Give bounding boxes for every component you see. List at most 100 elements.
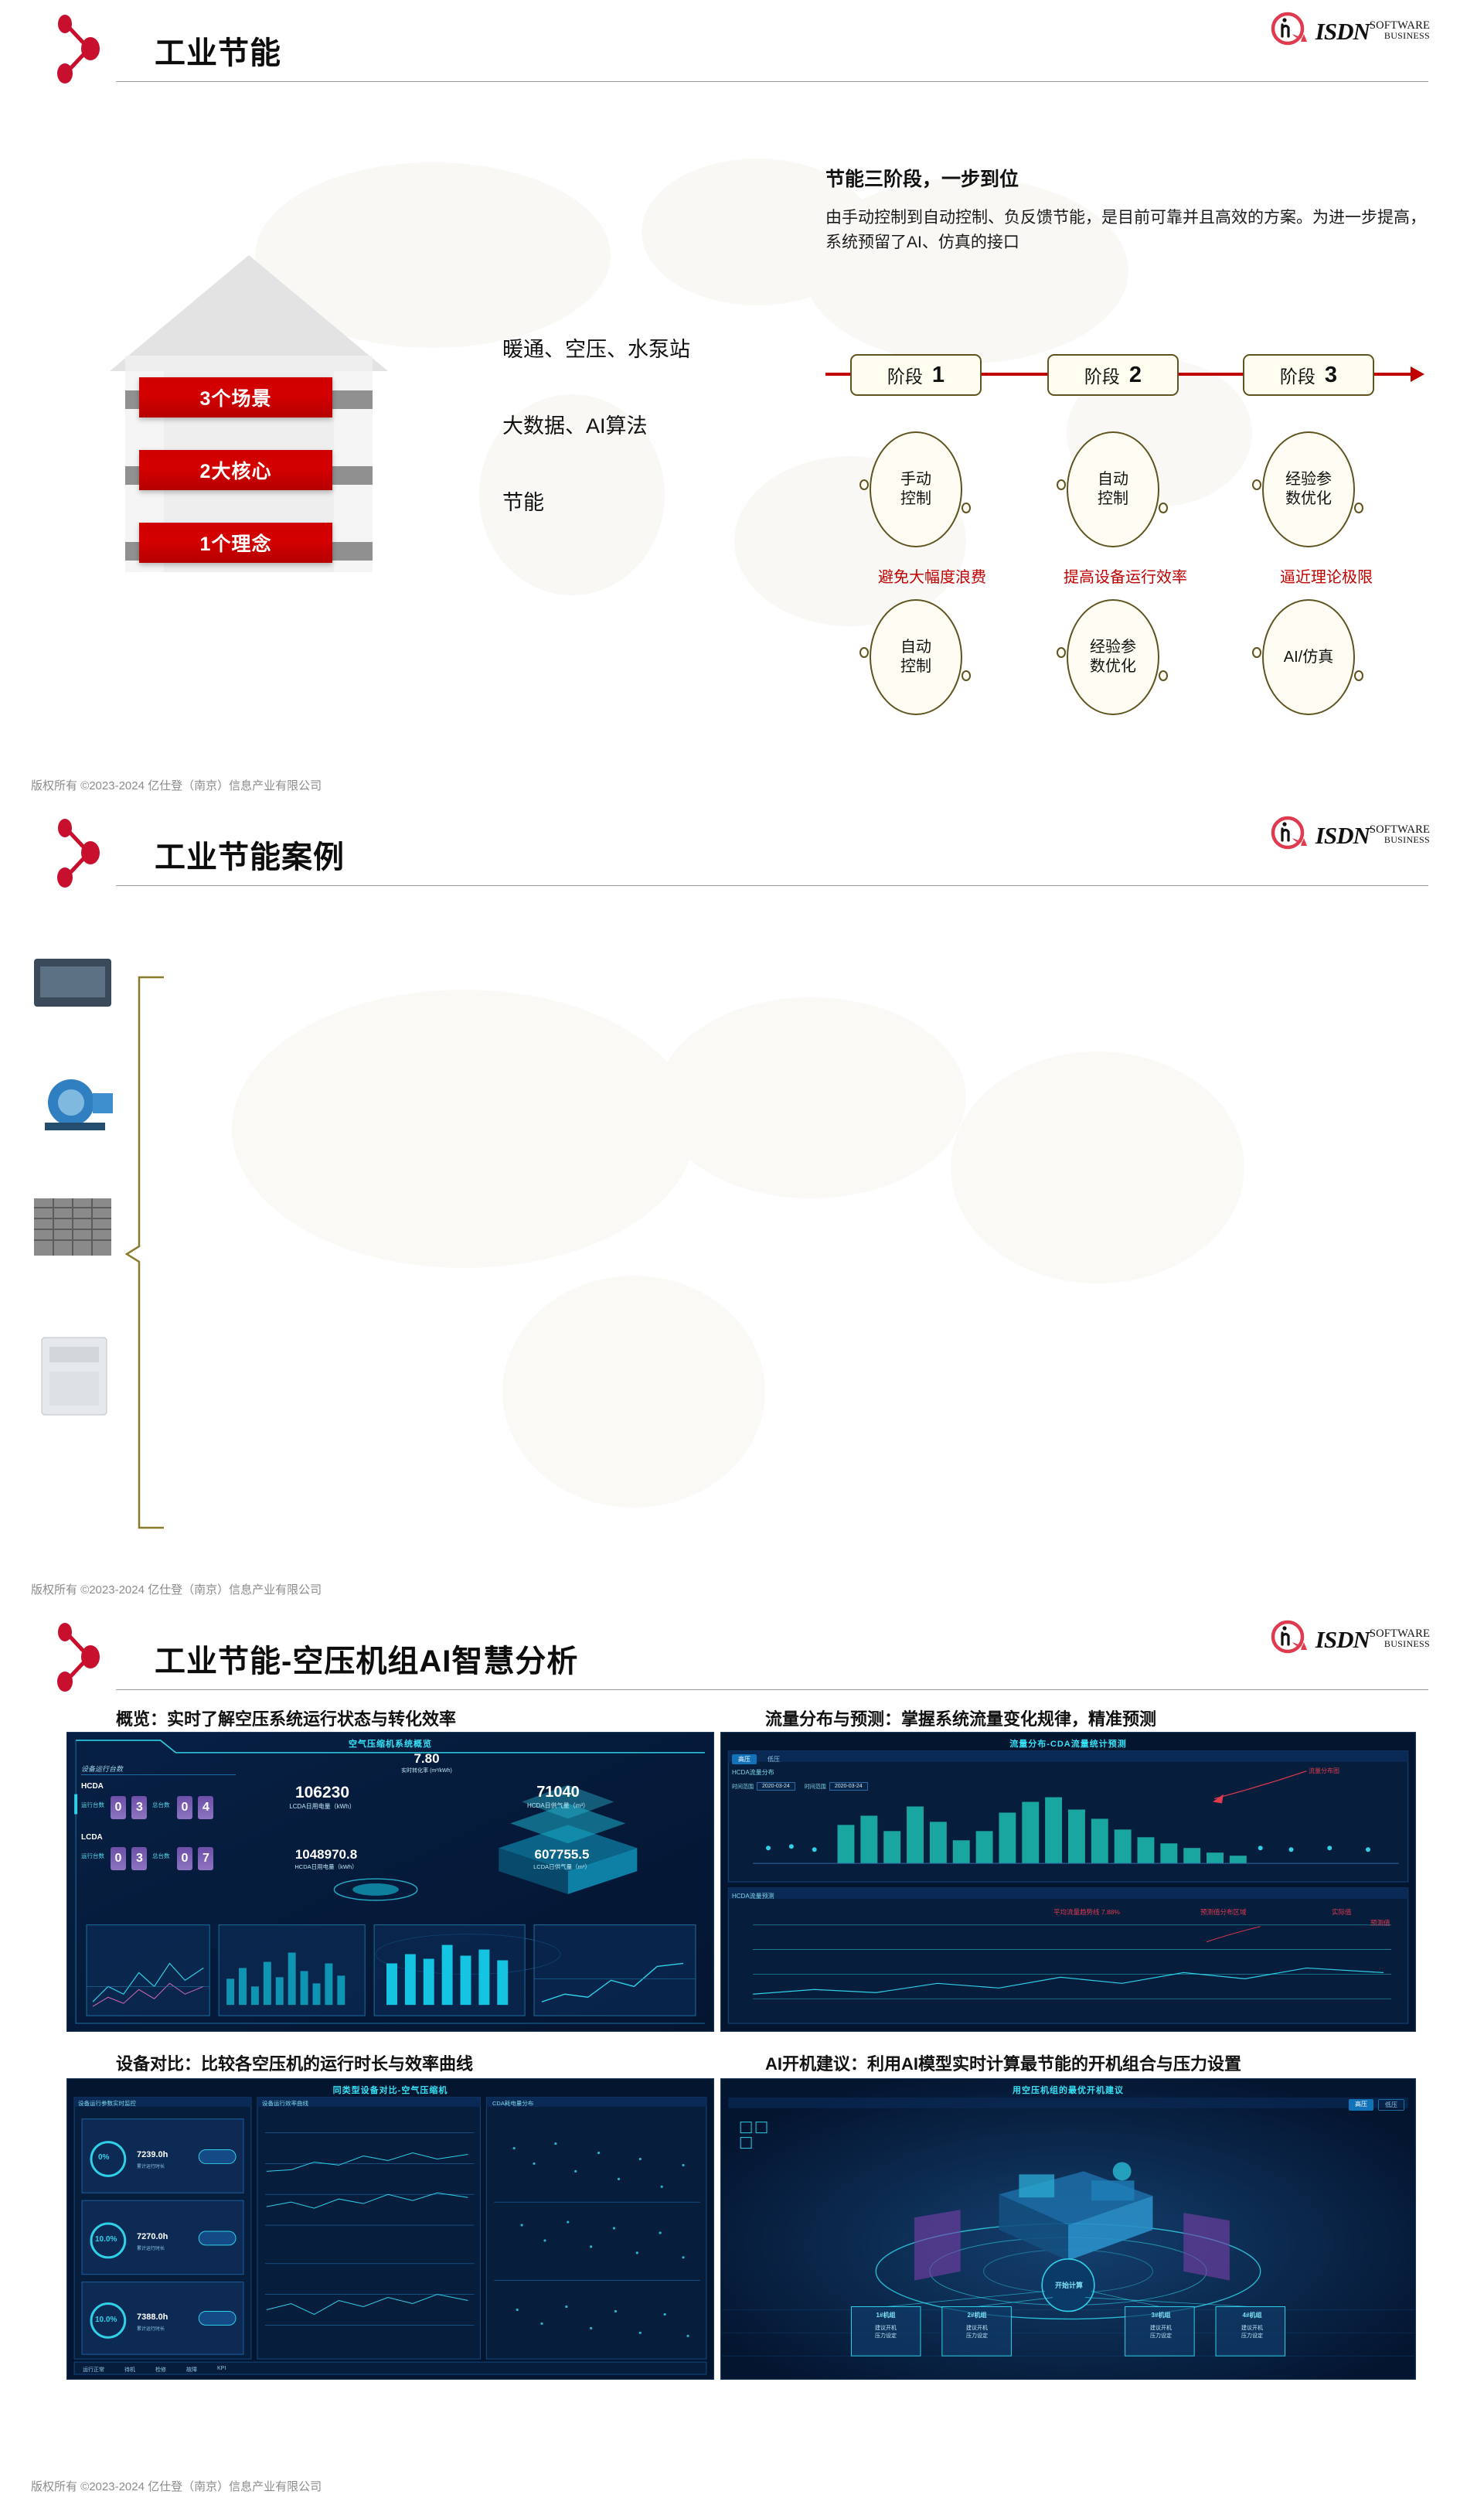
phase-word-2: 阶段 (1084, 366, 1120, 387)
phase-3-top-line2: 数优化 (1285, 490, 1332, 507)
ai-tab-high[interactable]: 高压 (1349, 2099, 1373, 2111)
phase-1-bottom-line2: 控制 (900, 658, 931, 675)
slide-header-2: 工业节能案例 ISDN SOFTWARE BUSINESS (0, 804, 1484, 897)
unit-card-line2: 压力设定 (1241, 2333, 1263, 2339)
kpi-lcda-supply: 607755.5 LCDA日供气量（m³） (500, 1847, 624, 1871)
dashboard-ai-recommendation[interactable]: 用空压机组的最优开机建议 高压 低压 开始计算 1#机组 建议开机 压力设定 2… (720, 2078, 1416, 2380)
start-calculation-button[interactable]: 开始计算 (1054, 2282, 1083, 2289)
isdn-circle-icon (1271, 12, 1307, 46)
phase-2-top-dot-left (1057, 479, 1066, 490)
brand-software-text: SOFTWARE (1369, 19, 1430, 32)
isdn-circle-icon-2 (1271, 816, 1307, 850)
concept-stack-graphic: 3个场景 2大核心 1个理念 (56, 247, 442, 572)
page-title-2: 工业节能案例 (155, 840, 345, 874)
gauge-percent-3: 10.0% (95, 2316, 117, 2324)
dashboard-flow-forecast[interactable]: 流量分布-CDA流量统计预测 高压 低压 HCDA流量分布 时间范围 2020-… (720, 1732, 1416, 2032)
phase-1-bottom-ellipse: 自动 控制 (870, 599, 962, 715)
forecast-region-annotation: 预测值分布区域 (1200, 1908, 1247, 1916)
unit-card-line1: 建议开机 (875, 2326, 897, 2331)
unit-card-3[interactable]: 3#机组 建议开机 压力设定 (1126, 2311, 1196, 2340)
flow-dashboard-bg (722, 1733, 1414, 2031)
phase-2-bottom-line2: 数优化 (1090, 658, 1136, 675)
kpi-label: LCDA日供气量（m³） (533, 1863, 591, 1870)
gauge-percent-1: 0% (98, 2153, 110, 2162)
date-to-input[interactable]: 2020-03-24 (829, 1782, 868, 1791)
compare-mid-title: 设备运行效率曲线 (262, 2100, 308, 2107)
lcda-total-digits: 0 7 (177, 1847, 216, 1870)
device-count-title: 设备运行台数 (81, 1765, 124, 1773)
phase-1-top-dot-right (962, 503, 971, 513)
unit-card-title: 3#机组 (1151, 2312, 1171, 2319)
unit-card-title: 4#机组 (1242, 2312, 1262, 2319)
phase-1-top-ellipse: 手动 控制 (870, 431, 962, 547)
flow-distribution-annotation: 流量分布图 (1309, 1767, 1339, 1774)
copyright-footer-3: 版权所有 ©2023-2024 亿仕登（南京）信息产业有限公司 (31, 2480, 322, 2493)
three-phase-intro: 节能三阶段，一步到位 由手动控制到自动控制、负反馈节能，是目前可靠并且高效的方案… (825, 164, 1436, 254)
kpi-label: 实时转化率 (m³/kWh) (401, 1768, 452, 1774)
stack-label-scenes: 暖通、空压、水泵站 (502, 338, 690, 361)
group-label-lcda: LCDA (81, 1833, 103, 1842)
kpi-label: HCDA日用电量（kWh） (294, 1863, 358, 1870)
unit-card-line1: 建议开机 (1150, 2326, 1172, 2331)
avg-trend-annotation: 平均流量趋势线 7.88% (1053, 1908, 1120, 1916)
phase-word-3: 阶段 (1279, 366, 1316, 387)
legend-fault: 故障 (186, 2367, 197, 2373)
stack-label-list: 暖通、空压、水泵站 大数据、AI算法 节能 (502, 332, 690, 562)
divider (81, 1774, 236, 1775)
unit-card-line1: 建议开机 (1241, 2326, 1263, 2331)
phase-2-bottom-ellipse: 经验参 数优化 (1067, 599, 1159, 715)
kpi-value: 1048970.8 (294, 1847, 358, 1862)
digit: 7 (198, 1847, 214, 1870)
tab-low-pressure[interactable]: 低压 (768, 1756, 780, 1763)
phase-box-3: 阶段 3 (1243, 354, 1374, 396)
dashboard-device-compare[interactable]: 同类型设备对比-空气压缩机 设备运行参数实时监控 设备运行效率曲线 CDA耗电量… (66, 2078, 714, 2380)
tab-high-pressure[interactable]: 高压 (732, 1754, 757, 1764)
ai-dash-title: 用空压机组的最优开机建议 (1013, 2086, 1124, 2095)
ai-pressure-tabs[interactable]: 高压 低压 (1349, 2099, 1404, 2111)
node-logo-icon-3 (57, 1623, 100, 1692)
brand-software-text-3: SOFTWARE (1369, 1627, 1430, 1640)
unit-card-line2: 压力设定 (1150, 2333, 1172, 2339)
phase-number-2: 2 (1128, 362, 1142, 387)
phase-3-top-dot-right (1354, 503, 1363, 513)
kpi-label: LCDA日用电量（kWh） (289, 1803, 356, 1810)
kpi-value: 607755.5 (534, 1847, 590, 1862)
unit-card-4[interactable]: 4#机组 建议开机 压力设定 (1217, 2311, 1287, 2340)
time-range-label-2: 时间范围 (804, 1784, 826, 1790)
date-from-input[interactable]: 2020-03-24 (757, 1782, 795, 1791)
predicted-value-annotation: 预测值 (1370, 1919, 1390, 1927)
slide-header: 工业节能 ISDN SOFTWARE BUSINESS (0, 0, 1484, 93)
digit: 4 (198, 1796, 214, 1819)
panel-caption-ai: AI开机建议：利用AI模型实时计算最节能的开机组合与压力设置 (765, 2054, 1242, 2074)
ai-dashboard-bg (722, 2079, 1414, 2379)
ai-tab-low[interactable]: 低压 (1378, 2099, 1404, 2111)
phase-2-bottom-dot-right (1159, 670, 1168, 681)
unit-card-1[interactable]: 1#机组 建议开机 压力设定 (851, 2311, 921, 2340)
total-count-label-a: 总台数 (152, 1801, 170, 1808)
slide-industrial-energy-saving: 工业节能 ISDN SOFTWARE BUSINESS (0, 0, 1484, 804)
phase-3-bottom-dot-left (1252, 647, 1261, 658)
unit-card-2[interactable]: 2#机组 建议开机 压力设定 (942, 2311, 1012, 2340)
run-count-label-a: 运行台数 (81, 1801, 104, 1808)
digit: 3 (131, 1847, 148, 1870)
panel-caption-flow: 流量分布与预测：掌握系统流量变化规律，精准预测 (765, 1709, 1157, 1729)
phase-3-top-line1: 经验参 (1285, 471, 1332, 488)
brand-software-text-2: SOFTWARE (1369, 823, 1430, 836)
total-count-label-b: 总台数 (152, 1852, 170, 1859)
header-divider (116, 81, 1428, 82)
overview-dashboard-bg (68, 1733, 713, 2031)
pressure-tabs[interactable]: 高压 低压 (732, 1754, 786, 1764)
dashboard-overview[interactable]: 空气压缩机系统概览 设备运行台数 HCDA 运行台数 0 3 总台数 0 4 L… (66, 1732, 714, 2032)
kpi-hcda-power: 1048970.8 HCDA日用电量（kWh） (260, 1847, 392, 1871)
lcda-running-digits: 0 3 (111, 1847, 149, 1870)
phase-1-bottom-line1: 自动 (900, 639, 931, 656)
slide-ai-analysis: 工业节能-空压机组AI智慧分析 ISDN SOFTWARE BUSINESS 概… (0, 1608, 1484, 2505)
legend-normal: 运行正常 (83, 2367, 104, 2373)
copyright-footer-1: 版权所有 ©2023-2024 亿仕登（南京）信息产业有限公司 (31, 779, 322, 792)
date-range-controls[interactable]: 时间范围 2020-03-24 时间范围 2020-03-24 (732, 1782, 868, 1791)
unit-card-title: 2#机组 (967, 2312, 987, 2319)
brand-business-text: BUSINESS (1384, 30, 1430, 42)
phase-2-top-line1: 自动 (1098, 471, 1128, 488)
legend-maintenance: 检修 (155, 2367, 166, 2373)
three-phase-heading: 节能三阶段，一步到位 (825, 169, 1019, 190)
